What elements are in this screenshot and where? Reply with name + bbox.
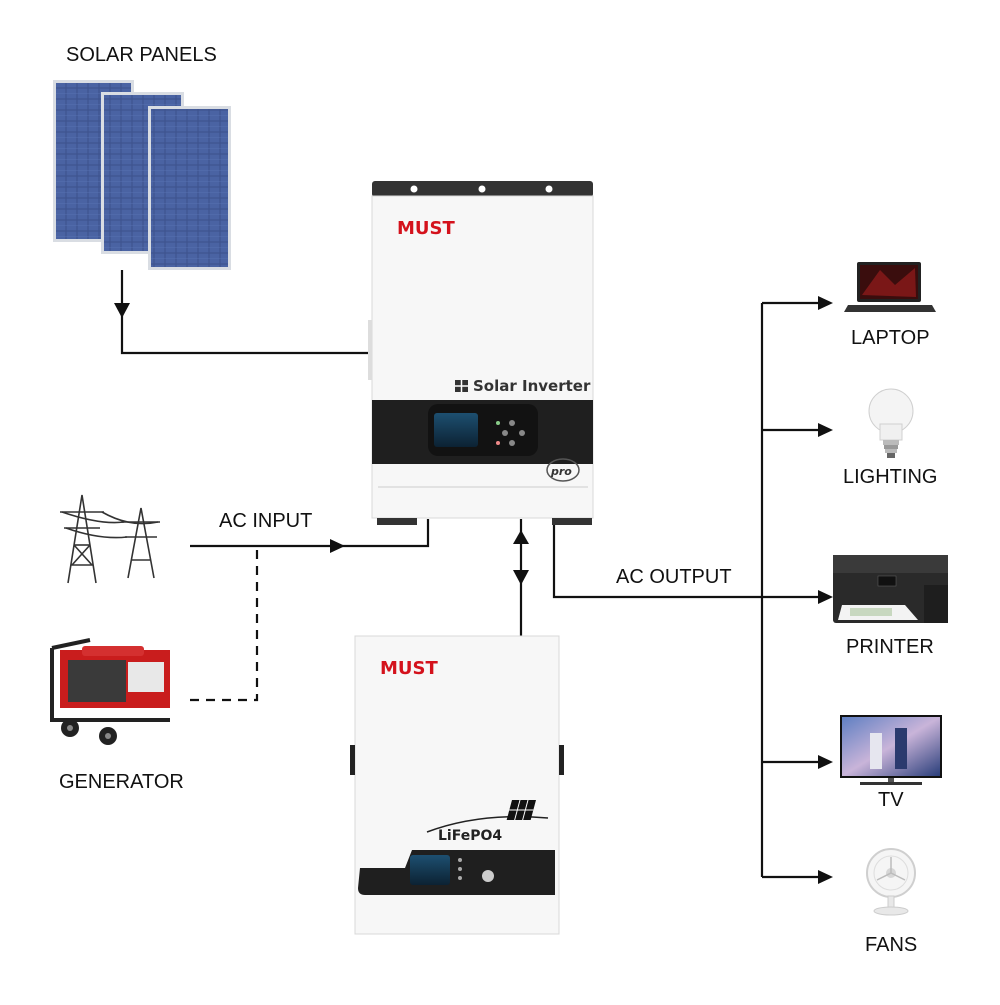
inverter-pro-badge: pro <box>550 465 572 478</box>
fan-icon <box>866 848 916 916</box>
ac-input-label: AC INPUT <box>219 510 313 532</box>
inverter-brand: MUST <box>397 218 455 239</box>
arrow-heads <box>114 296 833 884</box>
solar-inverter <box>368 181 594 525</box>
ac-output-label: AC OUTPUT <box>616 566 732 588</box>
solar-panel-icon <box>53 80 231 270</box>
battery-brand: MUST <box>380 658 438 679</box>
lighting-label: LIGHTING <box>843 466 938 488</box>
printer-icon <box>833 555 948 623</box>
generator-label: GENERATOR <box>59 771 184 793</box>
laptop-icon <box>844 262 936 312</box>
lifepo4-battery <box>350 635 564 935</box>
inverter-product-label: Solar Inverter <box>473 377 591 395</box>
power-tower-icon <box>60 494 160 584</box>
generator-icon <box>50 638 170 745</box>
tv-label: TV <box>878 789 904 811</box>
tv-icon <box>840 715 942 785</box>
fans-label: FANS <box>865 934 918 956</box>
solar-panels-label: SOLAR PANELS <box>66 44 217 66</box>
printer-label: PRINTER <box>846 636 934 658</box>
light-bulb-icon <box>868 388 914 458</box>
battery-chemistry-label: LiFePO4 <box>438 828 502 844</box>
laptop-label: LAPTOP <box>851 327 930 349</box>
